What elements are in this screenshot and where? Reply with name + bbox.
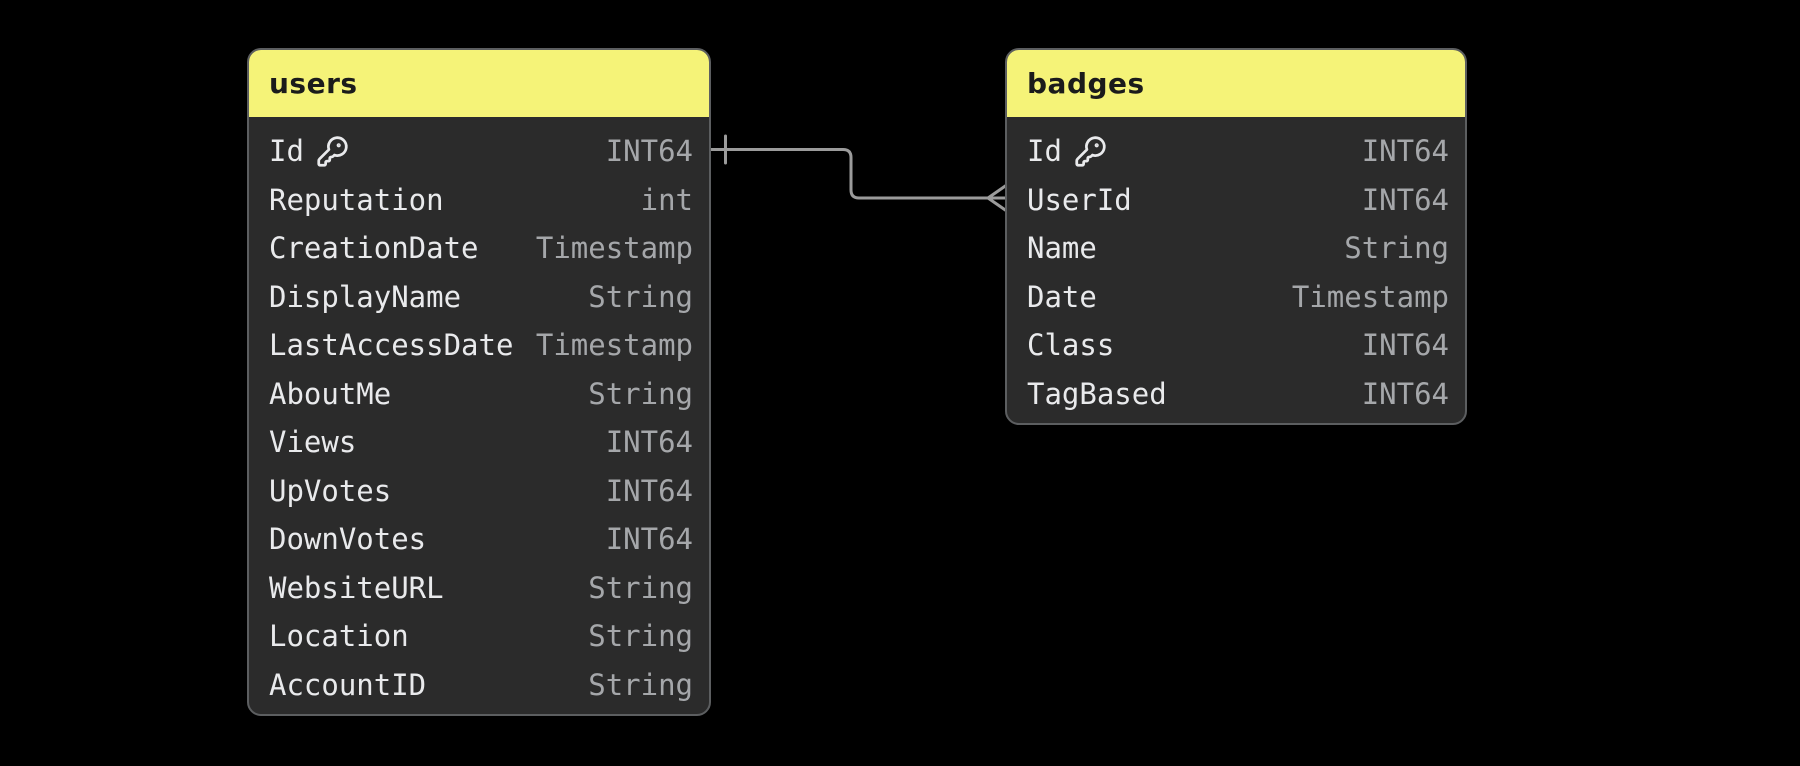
field-name: LastAccessDate	[269, 328, 514, 363]
field-row-users-displayname[interactable]: DisplayName String	[249, 273, 709, 322]
primary-key-icon	[317, 136, 348, 167]
field-type: Timestamp	[535, 328, 693, 363]
table-users-header[interactable]: users	[249, 50, 709, 117]
field-type: INT64	[605, 134, 693, 169]
field-type: INT64	[605, 425, 693, 460]
field-row-users-reputation[interactable]: Reputation int	[249, 176, 709, 225]
table-badges[interactable]: badges Id INT64 UserId INT64 Name Strin	[1005, 48, 1467, 425]
table-badges-header[interactable]: badges	[1007, 50, 1465, 117]
field-name: DisplayName	[269, 279, 462, 314]
primary-key-icon	[1075, 136, 1106, 167]
field-type: INT64	[1361, 328, 1449, 363]
field-type: String	[588, 279, 693, 314]
field-name: AccountID	[269, 667, 427, 702]
field-name: UpVotes	[269, 473, 392, 508]
field-name: Name	[1027, 231, 1097, 266]
field-row-badges-class[interactable]: Class INT64	[1007, 321, 1465, 370]
field-name: DownVotes	[269, 522, 427, 557]
field-name: Date	[1027, 279, 1097, 314]
field-type: String	[588, 619, 693, 654]
table-users[interactable]: users Id INT64 Reputation int CreationDa…	[247, 48, 711, 716]
field-name: Views	[269, 425, 357, 460]
field-row-users-aboutme[interactable]: AboutMe String	[249, 370, 709, 419]
field-type: int	[640, 182, 693, 217]
field-row-users-upvotes[interactable]: UpVotes INT64	[249, 467, 709, 516]
field-name: Location	[269, 619, 409, 654]
field-row-users-creationdate[interactable]: CreationDate Timestamp	[249, 224, 709, 273]
field-row-users-id[interactable]: Id INT64	[249, 127, 709, 176]
field-type: INT64	[1361, 182, 1449, 217]
field-row-users-location[interactable]: Location String	[249, 612, 709, 661]
field-row-users-downvotes[interactable]: DownVotes INT64	[249, 515, 709, 564]
field-row-badges-userid[interactable]: UserId INT64	[1007, 176, 1465, 225]
field-type: INT64	[1361, 134, 1449, 169]
field-name: Id	[1027, 134, 1062, 169]
field-name: TagBased	[1027, 376, 1167, 411]
field-row-users-accountid[interactable]: AccountID String	[249, 661, 709, 710]
field-name: Id	[269, 134, 304, 169]
field-row-badges-tagbased[interactable]: TagBased INT64	[1007, 370, 1465, 419]
table-users-fields: Id INT64 Reputation int CreationDate Tim…	[249, 117, 709, 714]
cardinality-many-marker	[986, 184, 1008, 212]
field-type: INT64	[605, 522, 693, 557]
field-type: String	[588, 376, 693, 411]
field-name: UserId	[1027, 182, 1132, 217]
field-row-users-views[interactable]: Views INT64	[249, 418, 709, 467]
field-row-users-websiteurl[interactable]: WebsiteURL String	[249, 564, 709, 613]
field-type: String	[1344, 231, 1449, 266]
field-type: Timestamp	[1291, 279, 1449, 314]
field-name: AboutMe	[269, 376, 392, 411]
field-row-users-lastaccessdate[interactable]: LastAccessDate Timestamp	[249, 321, 709, 370]
table-badges-fields: Id INT64 UserId INT64 Name String Date T…	[1007, 117, 1465, 423]
field-type: String	[588, 570, 693, 605]
table-title: badges	[1027, 67, 1145, 100]
field-row-badges-id[interactable]: Id INT64	[1007, 127, 1465, 176]
field-row-badges-date[interactable]: Date Timestamp	[1007, 273, 1465, 322]
field-row-badges-name[interactable]: Name String	[1007, 224, 1465, 273]
relationship-users-id-badges-userid[interactable]	[709, 134, 1008, 212]
table-title: users	[269, 67, 358, 100]
field-type: INT64	[605, 473, 693, 508]
field-type: INT64	[1361, 376, 1449, 411]
relationship-line	[709, 148, 990, 200]
field-name: Reputation	[269, 182, 444, 217]
field-type: Timestamp	[535, 231, 693, 266]
field-name: WebsiteURL	[269, 570, 444, 605]
field-type: String	[588, 667, 693, 702]
field-name: Class	[1027, 328, 1115, 363]
field-name: CreationDate	[269, 231, 479, 266]
